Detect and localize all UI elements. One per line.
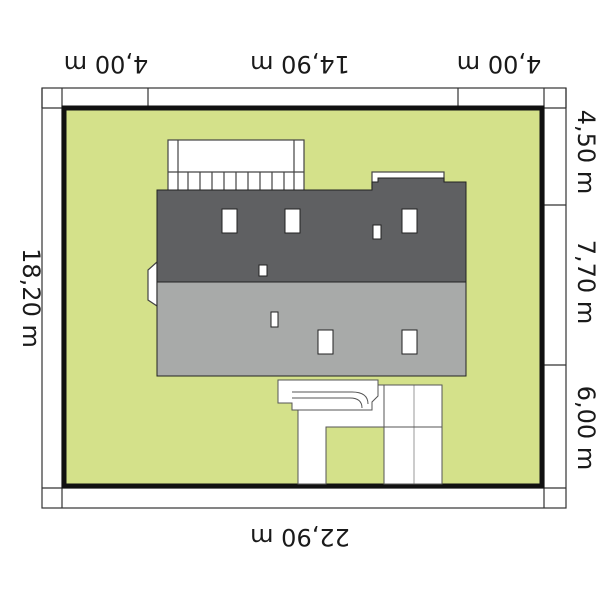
roof-window <box>401 208 418 234</box>
bay-window <box>147 260 158 308</box>
dim-top-center: 14,90 m <box>250 50 350 78</box>
dim-top-right: 4,00 m <box>457 50 541 78</box>
roof-light-slope <box>156 281 467 377</box>
dim-top-left: 4,00 m <box>64 50 148 78</box>
dim-right-bottom: 6,00 m <box>572 386 600 470</box>
dim-bottom-total: 22,90 m <box>250 523 350 551</box>
roof-window <box>221 208 238 234</box>
roof-windows <box>221 208 418 355</box>
roof-window <box>401 329 418 355</box>
dim-left-total: 18,20 m <box>17 248 45 348</box>
dim-right-top: 4,50 m <box>572 110 600 194</box>
entrance-terrace <box>277 379 379 411</box>
chimney <box>270 311 279 328</box>
roof-window <box>284 208 301 234</box>
roof-window <box>317 329 334 355</box>
roof-dark-slope <box>156 177 467 283</box>
chimney <box>258 264 268 277</box>
dim-right-middle: 7,70 m <box>572 240 600 324</box>
chimney <box>372 224 382 240</box>
pergola <box>167 139 305 193</box>
